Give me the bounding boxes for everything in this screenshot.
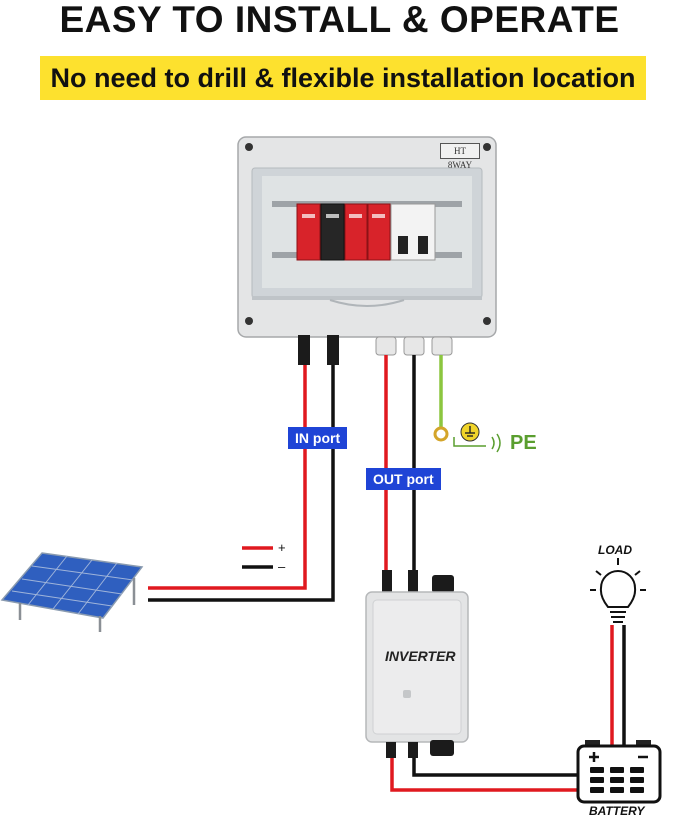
battery-icon	[576, 740, 662, 804]
ground-icon	[453, 422, 486, 447]
positive-legend-label: +	[278, 540, 286, 555]
polarity-legend	[242, 546, 273, 569]
lightbulb-icon	[590, 558, 646, 623]
signal-icon	[491, 433, 501, 453]
subtitle-banner: No need to drill & flexible installation…	[40, 56, 646, 100]
out-port-label: OUT port	[366, 468, 441, 490]
negative-legend-label: –	[278, 559, 286, 574]
page-title: EASY TO INSTALL & OPERATE	[59, 0, 620, 40]
inverter-label: INVERTER	[385, 648, 456, 664]
battery-label: BATTERY	[589, 804, 645, 818]
inverter-unit	[365, 570, 469, 758]
in-port-label: IN port	[288, 427, 348, 449]
combiner-box	[237, 136, 497, 338]
cable-glands	[298, 335, 453, 365]
solar-panel-icon	[0, 552, 144, 632]
ground-terminal	[433, 426, 449, 442]
subtitle-text: No need to drill & flexible installation…	[50, 62, 636, 93]
load-label: LOAD	[598, 543, 632, 557]
box-tag: HT 8WAY	[440, 143, 480, 170]
pe-label: PE	[510, 432, 537, 454]
